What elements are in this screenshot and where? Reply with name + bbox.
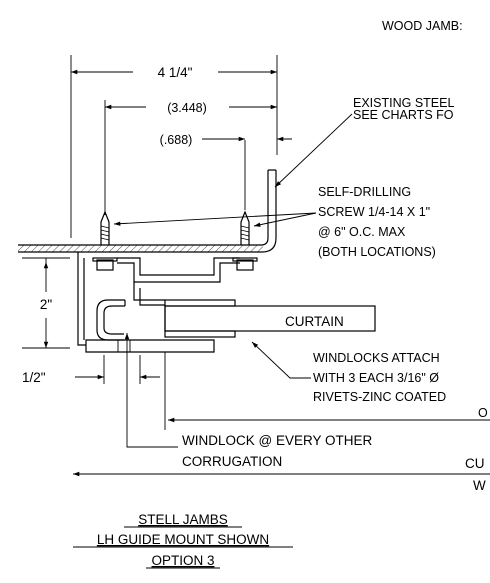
screw-leaders xyxy=(113,212,317,227)
guide-assembly xyxy=(77,252,240,353)
title-line-2: LH GUIDE MOUNT SHOWN xyxy=(97,532,269,547)
windlocks-leader xyxy=(251,341,311,379)
existing-steel-label-2: SEE CHARTS FO xyxy=(353,108,454,122)
title-line-3: OPTION 3 xyxy=(151,553,214,568)
screw-label-2: SCREW 1/4-14 X 1" xyxy=(318,205,430,219)
curtain-slat xyxy=(164,305,376,332)
dimension-2in-label: 2" xyxy=(40,297,53,312)
curtain-label: CURTAIN xyxy=(285,314,344,329)
dimension-half-in: 1/2" xyxy=(22,355,160,385)
existing-steel-label-1: EXISTING STEEL xyxy=(353,96,454,110)
dimension-3448: (3.448) xyxy=(105,101,277,115)
windlocks-label-4: O xyxy=(478,406,488,420)
windlock-label-1: WINDLOCK @ EVERY OTHER xyxy=(182,433,372,448)
screw-label-3: @ 6" O.C. MAX xyxy=(318,225,406,239)
steel-jamb xyxy=(18,169,277,253)
windlocks-label-1: WINDLOCKS ATTACH xyxy=(313,351,440,365)
screw-label-4: (BOTH LOCATIONS) xyxy=(318,245,436,259)
windlock-label-2: CORRUGATION xyxy=(182,454,282,469)
title-line-1: STELL JAMBS xyxy=(138,512,228,527)
windlocks-label-3: RIVETS-ZINC COATED xyxy=(313,390,446,404)
windlocks-label-2: WITH 3 EACH 3/16" Ø xyxy=(313,371,439,385)
existing-steel-leader xyxy=(274,113,353,188)
dimension-overall-label: 4 1/4" xyxy=(158,65,193,80)
windlock-leader xyxy=(124,333,178,448)
screw-right xyxy=(232,210,258,271)
wood-jambs-label: WOOD JAMB: xyxy=(382,19,463,33)
dimension-688: (.688) xyxy=(160,133,292,147)
cut-label-2: W xyxy=(473,478,486,493)
dimension-688-label: (.688) xyxy=(160,133,193,147)
dimension-2in: 2" xyxy=(22,257,70,349)
cut-label-1: CU xyxy=(465,456,485,471)
dimension-overall: 4 1/4" xyxy=(71,65,277,80)
dimension-half-in-label: 1/2" xyxy=(22,370,46,385)
screw-left xyxy=(92,210,118,271)
dimension-3448-label: (3.448) xyxy=(167,101,207,115)
screw-label-1: SELF-DRILLING xyxy=(318,185,411,199)
